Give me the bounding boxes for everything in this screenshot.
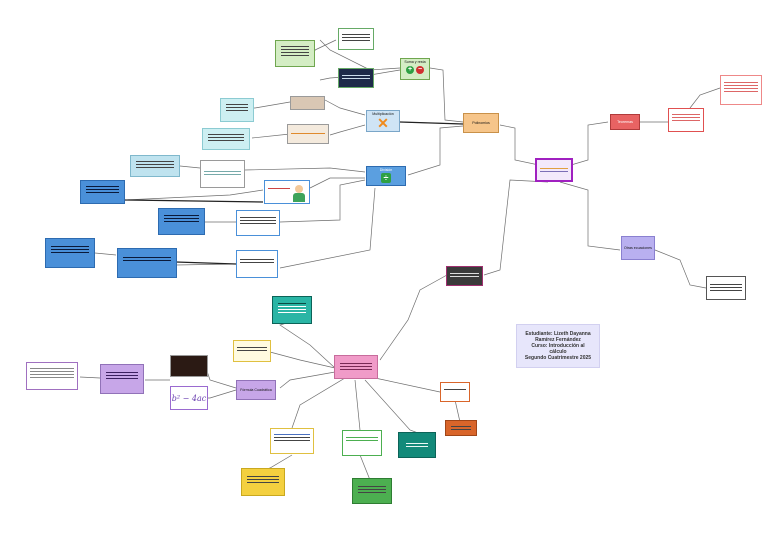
- otras-ecuaciones-label: Otras ecuaciones: [624, 245, 652, 250]
- student-name-line2: Ramírez Fernández: [535, 337, 581, 343]
- division-label: División: [379, 168, 393, 172]
- teoremas-node[interactable]: Teoremas: [610, 114, 640, 130]
- student-term: Segundo Cuatrimestre 2025: [524, 355, 592, 361]
- suma-note-box[interactable]: [275, 40, 315, 67]
- quadratic-formula-card[interactable]: [272, 296, 312, 324]
- teoremas-detail-thumbnail[interactable]: [720, 75, 762, 105]
- quadratic-yellow-card[interactable]: [233, 340, 271, 362]
- quadratic-steps-note[interactable]: [241, 468, 285, 496]
- student-info-box: Estudiante: Lizeth Dayanna Ramírez Ferná…: [516, 324, 600, 368]
- division-far-left-note[interactable]: [45, 238, 95, 268]
- multiplicacion-note-top[interactable]: [220, 98, 254, 122]
- division-graph-thumbnail[interactable]: [200, 160, 245, 188]
- completing-square-thumbnail[interactable]: [342, 430, 382, 456]
- discriminant-note[interactable]: [100, 364, 144, 394]
- quadratic-video-thumbnail[interactable]: [170, 355, 208, 377]
- division-long-thumbnail[interactable]: [236, 210, 280, 236]
- discriminant-card[interactable]: b² − 4ac: [170, 386, 208, 410]
- teoremas-diagram-thumbnail[interactable]: [668, 108, 704, 132]
- division-note-left[interactable]: [80, 180, 125, 204]
- teacher-icon: [295, 185, 303, 193]
- plus-icon: +: [406, 66, 414, 75]
- student-course-line2: cálculo: [549, 349, 567, 355]
- otras-ecuaciones-thumbnail[interactable]: [706, 276, 746, 300]
- division-steps-note[interactable]: [158, 208, 205, 235]
- multiplicacion-label: Multiplicación: [372, 112, 394, 116]
- multiply-icon: ✕: [377, 115, 389, 132]
- minus-icon: −: [416, 66, 424, 75]
- division-note-top[interactable]: [130, 155, 180, 177]
- orange-method-thumbnail[interactable]: [440, 382, 470, 402]
- suma-example-top-thumbnail[interactable]: [338, 28, 374, 50]
- multiplicacion-photo-bottom[interactable]: [287, 124, 329, 144]
- multiplicacion-note-bottom[interactable]: [202, 128, 250, 150]
- ecuaciones-cuadraticas-node[interactable]: [334, 355, 378, 379]
- student-course-line1: Curso: Introducción al: [531, 343, 585, 349]
- multiplicacion-node[interactable]: Multiplicación ✕: [366, 110, 400, 132]
- discriminant-formula: b² − 4ac: [171, 393, 207, 403]
- teoremas-label: Teoremas: [617, 119, 633, 124]
- division-synthetic-note[interactable]: [117, 248, 177, 278]
- chalkboard-thumbnail[interactable]: [446, 266, 483, 286]
- polinomios-node[interactable]: Polinomios: [463, 113, 499, 133]
- multiplicacion-photo-top[interactable]: [290, 96, 325, 110]
- division-icon: ÷: [381, 173, 391, 184]
- division-synthetic-thumbnail[interactable]: [236, 250, 278, 278]
- central-topic-thumbnail[interactable]: [535, 158, 573, 182]
- division-node[interactable]: División ÷: [366, 166, 406, 186]
- suma-example-bottom-thumbnail[interactable]: [338, 68, 374, 88]
- discriminant-cases-thumbnail[interactable]: [26, 362, 78, 390]
- quadratic-method-thumbnail[interactable]: [270, 428, 314, 454]
- suma-resta-label: Suma y resta: [404, 60, 426, 64]
- orange-method-note[interactable]: [445, 420, 477, 436]
- polinomios-label: Polinomios: [472, 120, 490, 125]
- formula-cuadratica-label: Fórmula Cuadrática: [240, 387, 272, 392]
- teacher-illustration[interactable]: [264, 180, 310, 204]
- suma-resta-node[interactable]: Suma y resta + −: [400, 58, 430, 80]
- formula-cuadratica-node[interactable]: Fórmula Cuadrática: [236, 380, 276, 400]
- student-name-line1: Estudiante: Lizeth Dayanna: [525, 331, 591, 337]
- otras-ecuaciones-node[interactable]: Otras ecuaciones: [621, 236, 655, 260]
- teal-method-node[interactable]: [398, 432, 436, 458]
- completing-square-note[interactable]: [352, 478, 392, 504]
